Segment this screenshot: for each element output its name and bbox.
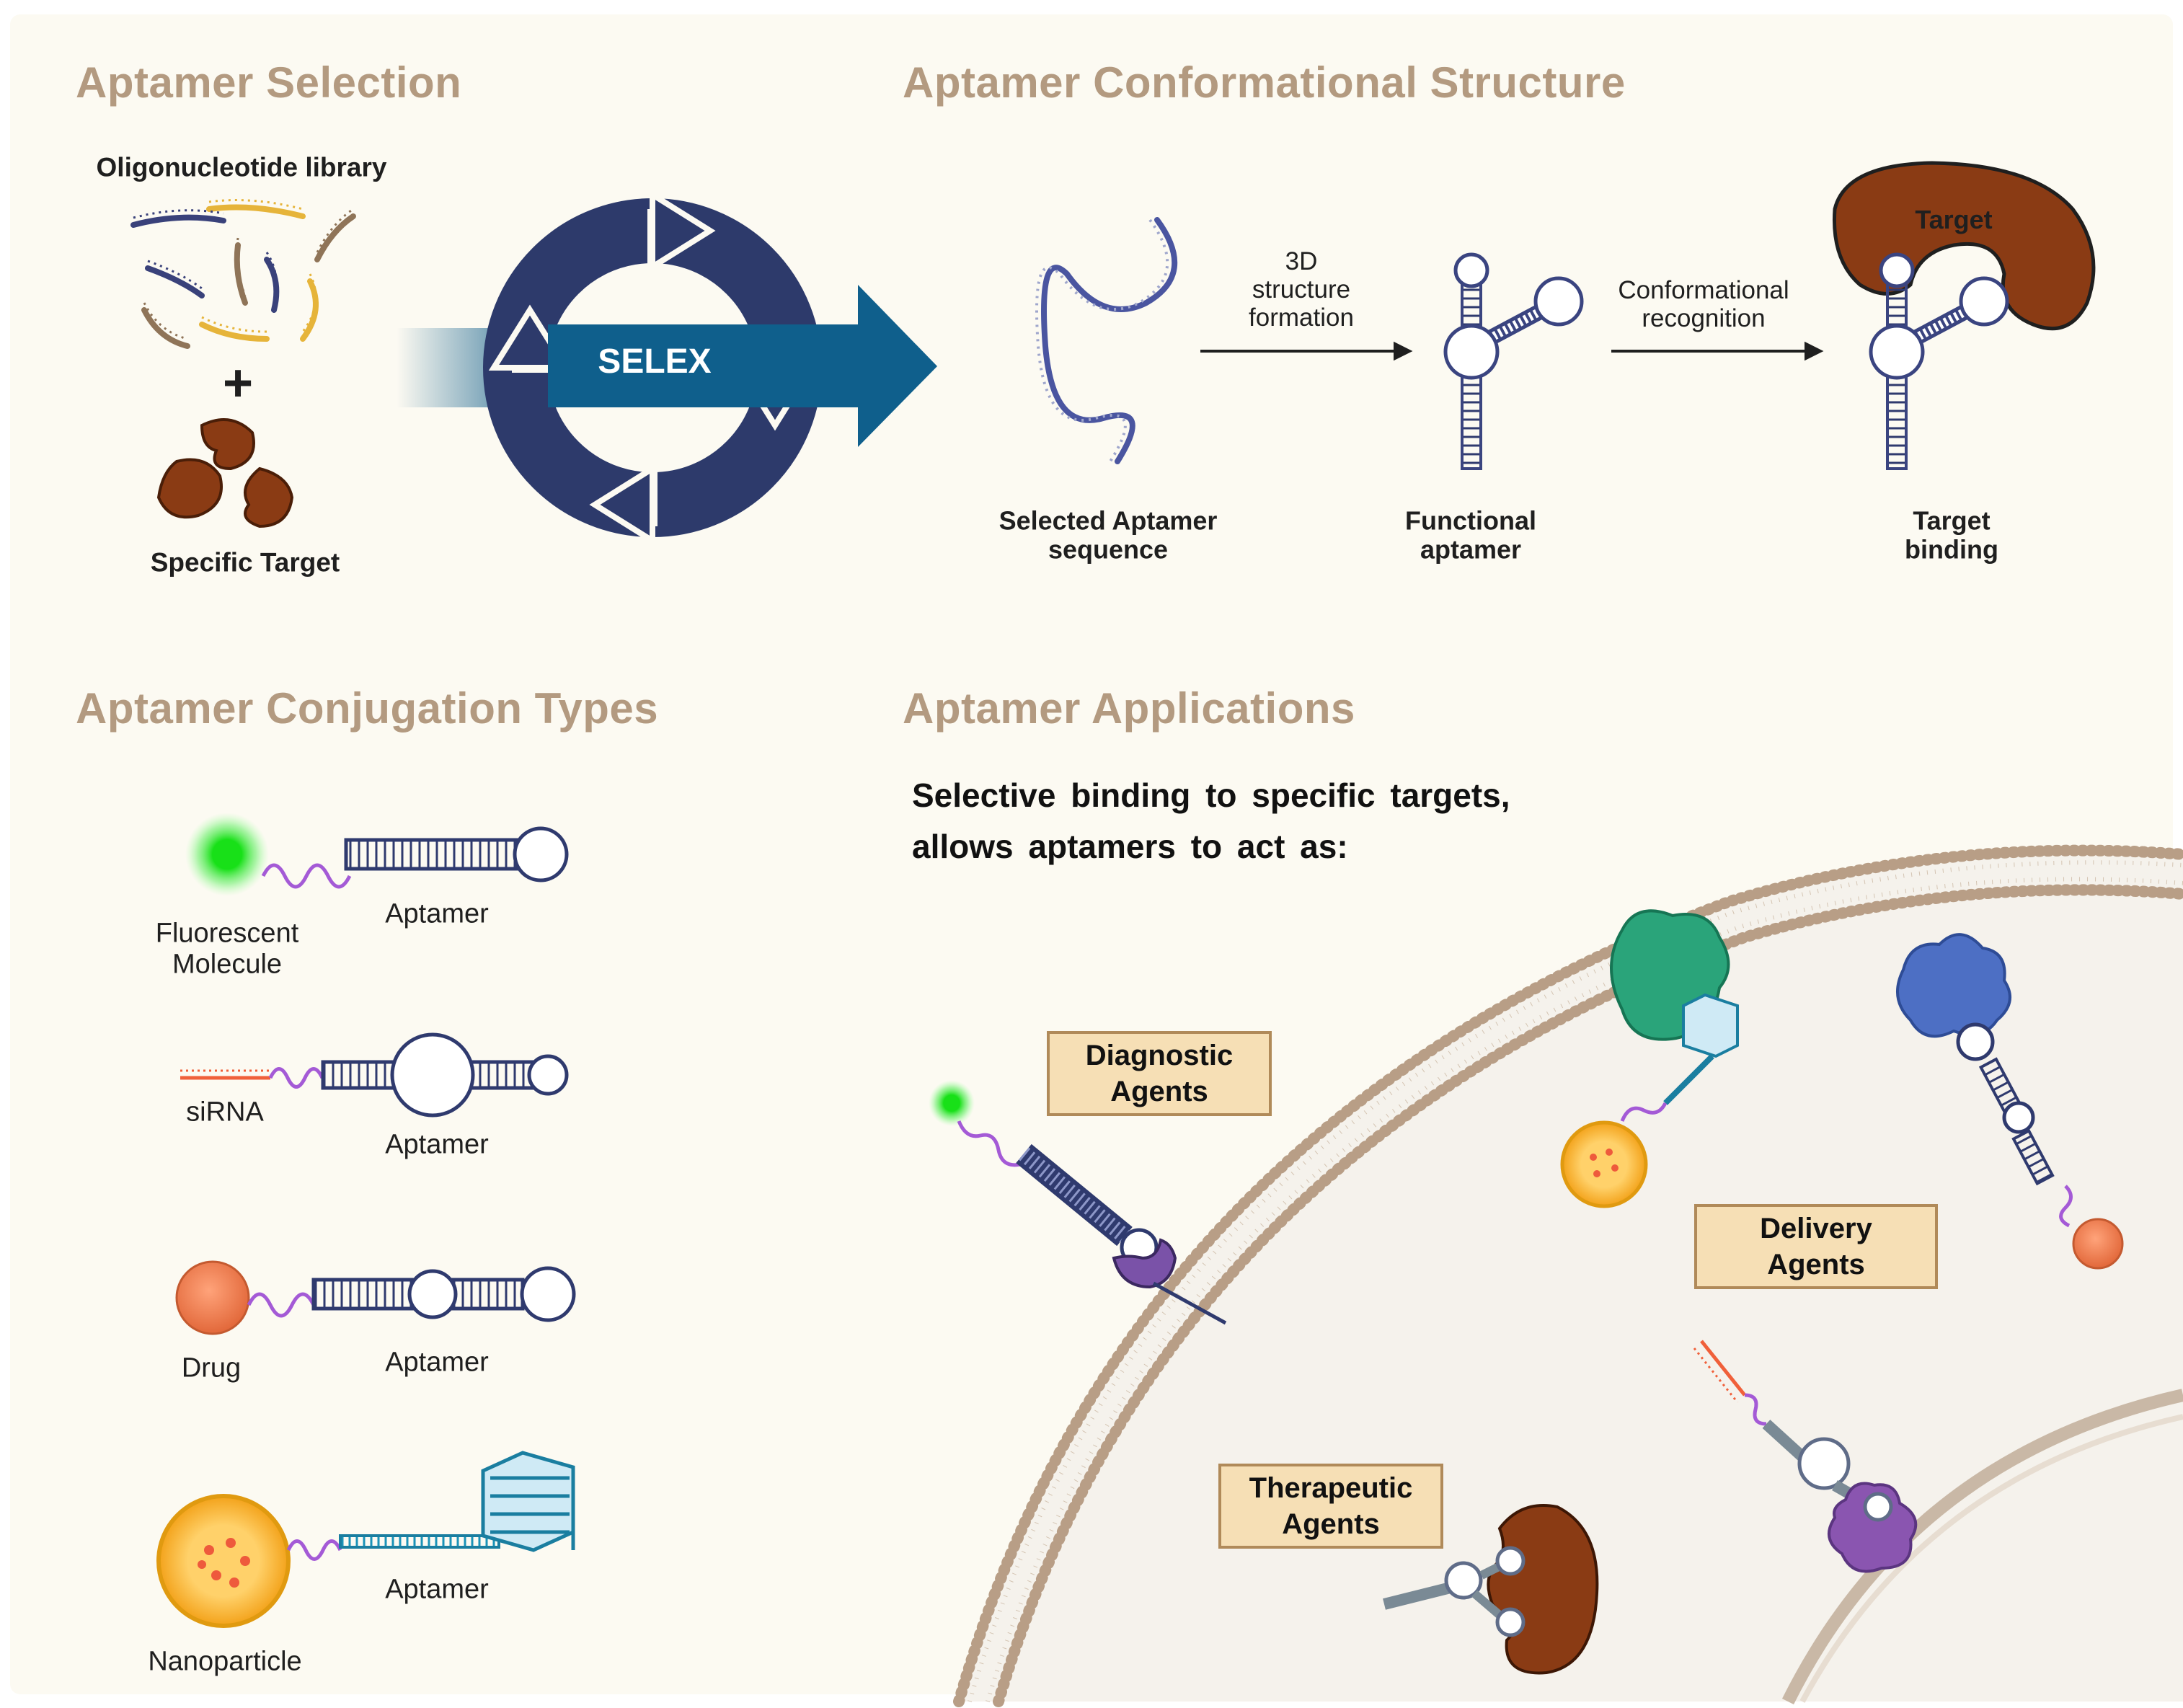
selected-aptamer-sequence-label: Selected Aptamer sequence xyxy=(998,505,1218,565)
delivery-receptor-icon xyxy=(1560,909,1739,1208)
functional-aptamer-icon xyxy=(1443,252,1584,470)
sirna-label: siRNA xyxy=(186,1097,264,1128)
linker-1 xyxy=(261,863,352,889)
step-3d-structure-formation: 3D structure formation xyxy=(1249,247,1354,332)
therapeutic-sirna-aptamer-icon xyxy=(1693,1340,1918,1573)
aptamer-4-icon xyxy=(339,1451,575,1552)
oligonucleotide-library-label: Oligonucleotide library xyxy=(96,152,387,182)
aptamer-2-icon xyxy=(321,1032,569,1118)
section-title-conjugation: Aptamer Conjugation Types xyxy=(76,684,659,733)
aptamer-1-label: Aptamer xyxy=(385,898,489,929)
therapeutic-target-icon xyxy=(1383,1504,1599,1675)
diagnostic-aptamer-icon xyxy=(929,1080,1227,1325)
fluorescent-molecule-icon xyxy=(185,813,269,896)
fluorescent-molecule-label: Fluorescent Molecule xyxy=(155,918,299,979)
oligonucleotide-strands-icon xyxy=(130,199,356,349)
nanoparticle-icon xyxy=(156,1494,291,1628)
selex-arrow xyxy=(548,285,937,447)
specific-target-label: Specific Target xyxy=(150,547,340,578)
drug-icon xyxy=(175,1260,250,1335)
target-binding-label: Target binding xyxy=(1905,505,1998,565)
diagnostic-agents-box: Diagnostic Agents xyxy=(1047,1031,1272,1116)
structure-arrow-1 xyxy=(1200,341,1413,361)
linker-4 xyxy=(286,1539,342,1561)
linker-2 xyxy=(268,1067,324,1089)
selected-aptamer-sequence-icon xyxy=(1035,217,1178,464)
functional-aptamer-label: Functional aptamer xyxy=(1405,505,1536,565)
target-binding-icon xyxy=(1832,161,2096,470)
target-word-label: Target xyxy=(1915,204,1993,234)
aptamer-3-label: Aptamer xyxy=(385,1347,489,1378)
structure-arrow-2 xyxy=(1611,341,1824,361)
linker-3 xyxy=(247,1292,316,1318)
section-title-selection: Aptamer Selection xyxy=(76,58,462,107)
applications-intro-text: Selective binding to specific targets, a… xyxy=(912,776,1510,866)
aptamer-1-icon xyxy=(344,826,569,882)
selex-label: SELEX xyxy=(598,342,712,381)
drug-label: Drug xyxy=(181,1353,242,1384)
section-title-structure: Aptamer Conformational Structure xyxy=(903,58,1626,107)
delivery-blue-protein-icon xyxy=(1896,933,2124,1270)
nanoparticle-label: Nanoparticle xyxy=(148,1646,302,1677)
aptamer-2-label: Aptamer xyxy=(385,1129,489,1160)
aptamer-3-icon xyxy=(311,1266,576,1322)
plus-sign: + xyxy=(222,354,254,412)
aptamer-4-label: Aptamer xyxy=(385,1574,489,1605)
step-conformational-recognition: Conformational recognition xyxy=(1618,275,1789,332)
delivery-agents-box: Delivery Agents xyxy=(1694,1204,1938,1289)
therapeutic-agents-box: Therapeutic Agents xyxy=(1218,1464,1443,1549)
section-title-applications: Aptamer Applications xyxy=(903,684,1355,733)
specific-target-icon xyxy=(156,418,294,528)
sirna-icon xyxy=(180,1069,270,1080)
